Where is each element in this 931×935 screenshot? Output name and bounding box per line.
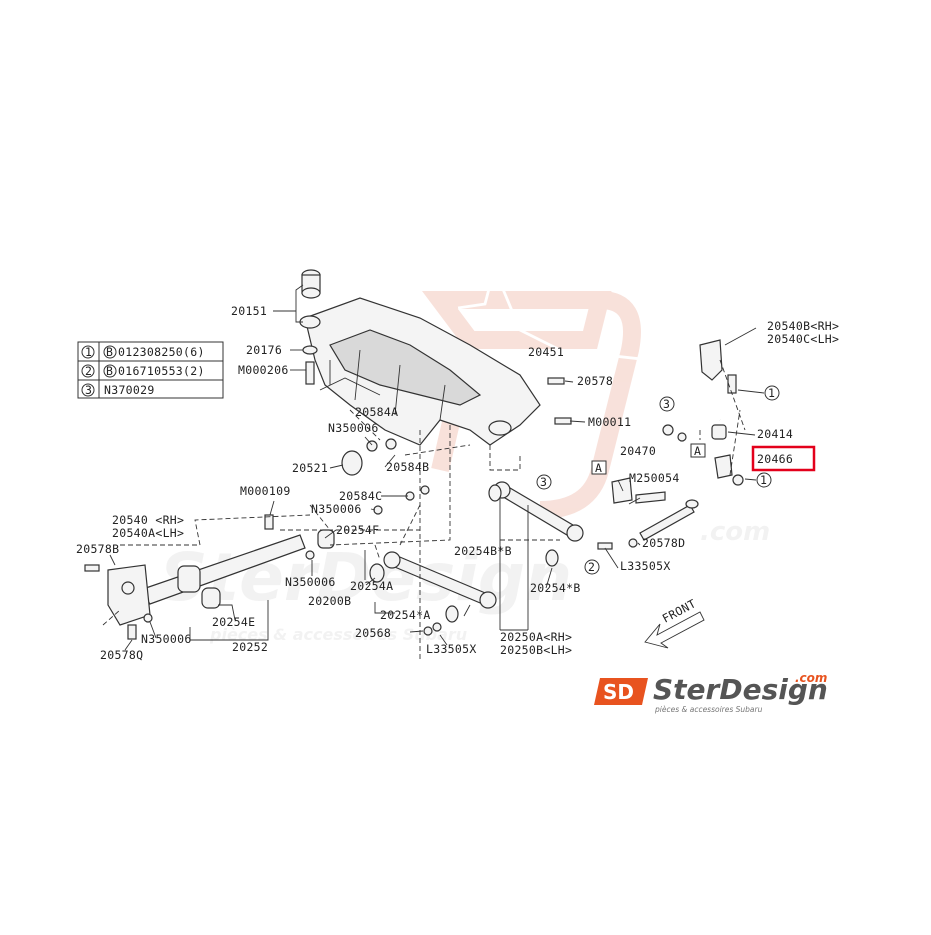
svg-text:3: 3 [663,397,670,411]
leader-lines [109,284,765,651]
svg-text:A: A [694,444,701,458]
label-20414: 20414 [757,427,793,441]
label-20540-RH: 20540 <RH> [112,513,184,527]
ref-marker-a-stabilizer: A [690,443,706,458]
ref-marker-a-link: A [591,460,607,475]
bolt-mark: B [106,364,113,378]
label-20578: 20578 [577,374,613,388]
trailing-link-bracket [107,564,151,626]
label-20578Q: 20578Q [100,648,143,662]
label-20451: 20451 [528,345,564,359]
label-M00011: M00011 [588,415,631,429]
ref-circle-1-bottom: 1 [756,472,772,488]
label-M000109: M000109 [240,484,291,498]
logo-tagline-text: pièces & accessoires Subaru [654,705,763,714]
label-20470: 20470 [620,444,656,458]
label-20254-A: 20254*A [380,608,431,622]
label-N350006-c: N350006 [285,575,336,589]
label-20540B-RH: 20540B<RH> [767,319,839,333]
link-bushing-20254 [369,484,559,623]
label-N350006-b: N350006 [311,502,362,516]
stabilizer-link-nut [662,424,687,442]
label-20254E: 20254E [212,615,255,629]
logo-badge-mark: SD [603,680,634,704]
svg-text:N370029: N370029 [104,383,155,397]
label-20250A-RH: 20250A<RH> [500,630,572,644]
legend-row-3: 3 N370029 [81,383,155,397]
svg-text:3: 3 [85,383,92,397]
brand-logo: SD SterDesign .com pièces & accessoires … [594,671,828,714]
ref-circle-1-top: 1 [764,385,780,401]
label-20254F: 20254F [336,523,379,537]
front-arrow-label: FRONT [660,596,698,625]
label-N350006-a: N350006 [328,421,379,435]
svg-text:1: 1 [85,345,92,359]
label-20540A-LH: 20540A<LH> [112,526,184,540]
svg-text:2: 2 [588,560,595,574]
stabilizer-bracket [699,339,737,394]
highlighted-part-20466[interactable]: 20466 [751,445,816,472]
stabilizer-bushing [711,424,727,440]
lateral-link-rear [383,551,497,609]
ref-circle-2: 2 [584,559,600,575]
watermark-brand-text: SterDesign [160,539,572,616]
crossmember-bolt [302,345,318,385]
label-20578D: 20578D [642,536,685,550]
label-20176: 20176 [246,343,282,357]
logo-sd-badge [594,678,648,705]
svg-text:1: 1 [768,386,775,400]
label-L33505X-a: L33505X [620,559,671,573]
label-20584C: 20584C [339,489,382,503]
misc-hardware [341,377,638,636]
stabilizer-bar [457,280,722,421]
svg-text:012308250(6): 012308250(6) [118,345,205,359]
highlight-box [751,445,816,472]
legend-row-1: 1 B 012308250(6) [81,345,205,359]
label-20254B-B: 20254B*B [454,544,512,558]
legend-table: 1 B 012308250(6) 2 B 016710553(2) 3 N370… [77,341,224,399]
label-20578B: 20578B [76,542,119,556]
adjusting-bolt [639,499,699,541]
bracket-bolts [84,514,315,640]
legend-row-2: 2 B 016710553(2) [81,364,205,378]
front-direction-arrow: FRONT [644,596,705,649]
ref-circle-3-link: 3 [536,474,552,490]
svg-text:3: 3 [540,475,547,489]
label-20254-B: 20254*B [530,581,581,595]
label-20584B: 20584B [386,460,429,474]
assembly-dashed-lines [102,359,746,660]
label-N350006-d: N350006 [141,632,192,646]
label-20252: 20252 [232,640,268,654]
label-M250054: M250054 [629,471,680,485]
label-20568: 20568 [355,626,391,640]
logo-tld-text: .com [795,671,827,685]
part-labels: 20151 20176 M000206 20451 20578 20540B<R… [76,304,839,662]
toe-adjust-cam [611,477,666,504]
label-20540C-LH: 20540C<LH> [767,332,839,346]
rear-crossmember [304,297,541,446]
label-20250B-LH: 20250B<LH> [500,643,572,657]
bolt-mark: B [106,345,113,359]
label-20200B: 20200B [308,594,351,608]
svg-text:2: 2 [85,364,92,378]
watermark-tld-text: .com [700,517,770,547]
crossmember-mount-bushing [299,269,321,329]
differential-bushing-right [488,420,512,436]
logo-brand-text: SterDesign [653,673,828,706]
label-20254A: 20254A [350,579,393,593]
label-M000206: M000206 [238,363,289,377]
label-20584A: 20584A [355,405,398,419]
label-L33505X-b: L33505X [426,642,477,656]
label-20151: 20151 [231,304,267,318]
watermark-tagline-text: pièces & accessoires Subaru [209,625,467,644]
label-20466: 20466 [757,452,793,466]
label-20521: 20521 [292,461,328,475]
svg-text:1: 1 [760,473,767,487]
ref-circle-3-stabilizer: 3 [659,396,675,412]
svg-text:016710553(2): 016710553(2) [118,364,205,378]
svg-text:A: A [595,461,602,475]
stabilizer-link-clamp [714,454,744,486]
